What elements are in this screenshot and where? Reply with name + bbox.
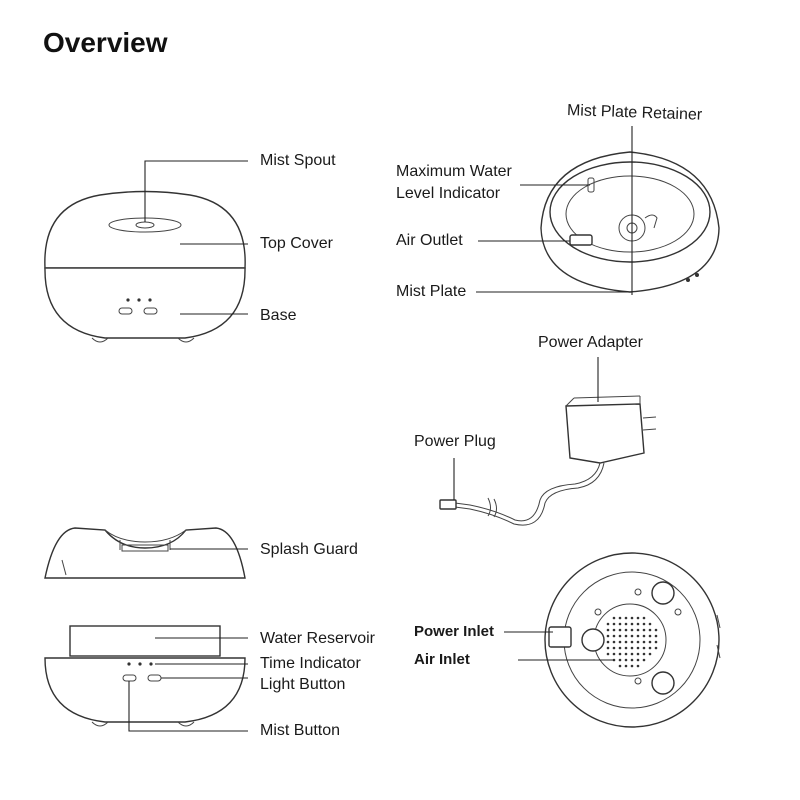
- grille-hole: [618, 634, 622, 638]
- diffuser-open-base-illustration: [540, 151, 720, 293]
- grille-hole: [636, 634, 640, 638]
- grille-hole: [630, 658, 634, 662]
- grille-hole: [642, 646, 646, 650]
- grille-hole: [606, 646, 610, 650]
- grille-hole: [606, 634, 610, 638]
- grille-hole: [648, 652, 652, 656]
- power-adapter-illustration: [439, 395, 657, 526]
- grille-hole: [630, 664, 634, 668]
- grille-hole: [624, 616, 628, 620]
- label-power-plug: Power Plug: [414, 433, 496, 450]
- grille-hole: [624, 640, 628, 644]
- grille-hole: [648, 628, 652, 632]
- label-power-inlet: Power Inlet: [414, 623, 495, 640]
- label-power-adapter: Power Adapter: [538, 334, 643, 351]
- grille-hole: [624, 664, 628, 668]
- grille-hole: [624, 622, 628, 626]
- label-air-outlet: Air Outlet: [396, 232, 463, 249]
- grille-hole: [612, 628, 616, 632]
- grille-hole: [618, 640, 622, 644]
- grille-hole: [618, 652, 622, 656]
- grille-hole: [612, 616, 616, 620]
- grille-hole: [624, 634, 628, 638]
- grille-hole: [636, 640, 640, 644]
- page-title: Overview: [43, 27, 168, 58]
- grille-hole: [630, 652, 634, 656]
- grille-hole: [648, 640, 652, 644]
- grille-hole: [648, 646, 652, 650]
- grille-hole: [612, 634, 616, 638]
- grille-hole: [636, 646, 640, 650]
- label-time-indicator: Time Indicator: [260, 655, 361, 672]
- grille-hole: [630, 646, 634, 650]
- grille-hole: [630, 628, 634, 632]
- grille-hole: [630, 640, 634, 644]
- grille-hole: [636, 652, 640, 656]
- grille-hole: [606, 640, 610, 644]
- grille-hole: [624, 658, 628, 662]
- grille-hole: [618, 616, 622, 620]
- grille-hole: [630, 616, 634, 620]
- label-light-button: Light Button: [260, 676, 346, 693]
- label-base: Base: [260, 307, 297, 324]
- label-air-inlet: Air Inlet: [414, 651, 470, 668]
- grille-hole: [618, 646, 622, 650]
- label-mist-plate: Mist Plate: [396, 283, 467, 300]
- label-mist-button: Mist Button: [260, 722, 341, 739]
- label-water-reservoir: Water Reservoir: [260, 630, 375, 647]
- grille-hole: [648, 622, 652, 626]
- grille-hole: [654, 634, 658, 638]
- diffuser-underside-illustration: [544, 552, 721, 728]
- label-max-water-line2: Level Indicator: [396, 185, 501, 202]
- label-mist-spout: Mist Spout: [260, 152, 336, 169]
- grille-hole: [654, 640, 658, 644]
- grille-hole: [630, 622, 634, 626]
- grille-hole: [636, 616, 640, 620]
- grille-hole: [636, 664, 640, 668]
- grille-hole: [618, 664, 622, 668]
- label-max-water-line1: Maximum Water: [396, 163, 512, 180]
- grille-hole: [624, 652, 628, 656]
- grille-hole: [648, 634, 652, 638]
- grille-hole: [624, 628, 628, 632]
- grille-hole: [642, 652, 646, 656]
- splash-guard-illustration: [44, 527, 246, 579]
- grille-hole: [642, 628, 646, 632]
- grille-hole: [612, 622, 616, 626]
- grille-hole: [618, 622, 622, 626]
- grille-hole: [654, 628, 658, 632]
- grille-hole: [630, 634, 634, 638]
- grille-hole: [642, 658, 646, 662]
- speaker-grille: [606, 616, 658, 668]
- grille-hole: [618, 628, 622, 632]
- grille-hole: [636, 658, 640, 662]
- grille-hole: [606, 652, 610, 656]
- grille-hole: [624, 646, 628, 650]
- grille-hole: [642, 622, 646, 626]
- label-top-cover: Top Cover: [260, 235, 333, 252]
- grille-hole: [642, 616, 646, 620]
- grille-hole: [606, 628, 610, 632]
- grille-hole: [636, 622, 640, 626]
- grille-hole: [612, 646, 616, 650]
- water-reservoir-illustration: [44, 625, 246, 727]
- grille-hole: [654, 646, 658, 650]
- label-splash-guard: Splash Guard: [260, 541, 358, 558]
- grille-hole: [636, 628, 640, 632]
- grille-hole: [618, 658, 622, 662]
- diffuser-assembled-illustration: [44, 190, 246, 343]
- grille-hole: [642, 640, 646, 644]
- grille-hole: [642, 634, 646, 638]
- grille-hole: [612, 640, 616, 644]
- grille-hole: [606, 622, 610, 626]
- grille-hole: [612, 652, 616, 656]
